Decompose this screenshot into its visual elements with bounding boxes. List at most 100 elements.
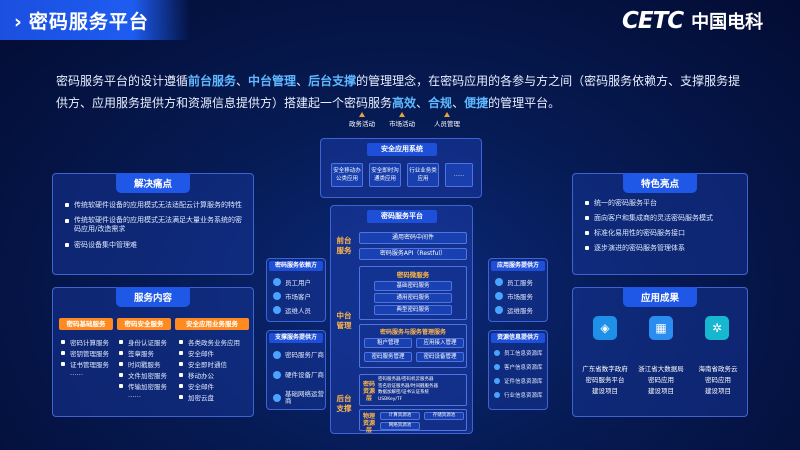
crypto-resource-item: 签名验证服务器/时间戳服务器 (378, 383, 439, 389)
resource-provider-item: 客户信息资源库 (494, 363, 543, 371)
bullet-icon (585, 246, 589, 250)
result-item: 浙江省大数据局 密码应用 建设项目 (633, 364, 689, 397)
app-provider-text: 市场服务 (507, 293, 533, 301)
micro-service-box: 密码微服务 基础密码服务 通用密码服务 典型密码服务 (359, 266, 467, 320)
top-arrow-label: 市场活动 (389, 120, 415, 128)
highlight-item: 统一的密码服务平台 (585, 198, 657, 208)
result-line: 密码服务平台 (585, 376, 625, 384)
bullet-icon (179, 350, 183, 355)
service-item-text: 安全邮件 (188, 382, 214, 391)
pain-point-item: 传统软硬件设备的应用模式无法适配云计算服务的特性 (65, 200, 242, 210)
bullet-icon (61, 339, 65, 344)
intro-highlight: 便捷 (464, 96, 489, 110)
support-provider-item: 硬件设备厂商 (273, 371, 325, 379)
user-icon (273, 278, 281, 286)
database-icon (494, 364, 500, 370)
service-item-text: 签章服务 (128, 349, 154, 358)
top-arrow-label: 人员管理 (434, 120, 460, 128)
user-icon (273, 292, 281, 300)
service-item: 加密云盘 (179, 391, 240, 402)
arrow-up-icon (359, 112, 365, 117)
pain-point-text: 传统软硬件设备的应用模式无法适配云计算服务的特性 (74, 201, 242, 209)
security-app-box: …… (445, 163, 473, 187)
service-item: 文件加密服务 (119, 369, 167, 380)
database-icon (494, 378, 500, 384)
service-column-header: 密码安全服务 (117, 318, 171, 330)
database-icon (494, 392, 500, 398)
highlight-text: 面向客户和集成商的灵活密码服务模式 (594, 214, 713, 222)
service-item-text: 各类政务业务应用 (188, 338, 240, 347)
result-line: 浙江省大数据局 (638, 365, 684, 373)
service-item-text: 密钥管理服务 (70, 349, 109, 358)
front-row: 密码服务API（Restful） (359, 248, 467, 260)
highlight-text: 逐步演进的密码服务管理体系 (594, 244, 685, 252)
service-item: 各类政务业务应用 (179, 336, 240, 347)
result-line: 建设项目 (592, 387, 618, 395)
micro-service-item: 典型密码服务 (374, 305, 452, 315)
user-icon (273, 306, 281, 314)
crypto-resource-box: 密码资源层 密码服务器/密码机云服务器 签名验证服务器/时间戳服务器 数据加解密… (359, 374, 467, 406)
back-support-label: 后台支撑 (336, 394, 352, 413)
security-app-box: 安全即时沟通类应用 (369, 163, 401, 187)
service-item: 时间戳服务 (119, 358, 167, 369)
intro-highlight: 后台支撑 (308, 74, 357, 88)
server-icon (273, 351, 281, 359)
support-providers-title: 支撑服务提供方 (269, 333, 323, 343)
physical-resource-label: 物理资源层 (362, 413, 375, 434)
service-item-text: 身份认证服务 (128, 338, 167, 347)
support-provider-text: 密码服务厂商 (285, 350, 324, 359)
bullet-icon (61, 350, 65, 355)
service-column: 各类政务业务应用 安全邮件 安全即时通信 移动办公 安全邮件 加密云盘 (179, 336, 240, 402)
service-management-item: 密码设备管理 (416, 352, 464, 362)
service-content-title: 服务内容 (115, 287, 191, 307)
dependent-text: 市场客户 (285, 293, 311, 301)
support-provider-text: 硬件设备厂商 (285, 370, 324, 379)
intro-sep: 、 (416, 96, 429, 110)
service-item: 密码计算服务 (61, 336, 109, 347)
result-line: 广东省数字政府 (582, 365, 628, 373)
crypto-resource-item: 密码服务器/密码机云服务器 (378, 377, 434, 382)
arrow-up-icon (399, 112, 405, 117)
physical-resource-item: 存储资源池 (424, 412, 464, 420)
bullet-icon (179, 339, 183, 344)
intro-text: 的管理理念，在密码应用的各参与方之间（密码服务依赖方、支撑服务提供方、应用服务提… (56, 74, 741, 110)
physical-resource-item: 网络资源池 (380, 422, 420, 430)
intro-highlight: 高效 (392, 96, 417, 110)
bullet-icon (585, 231, 589, 235)
dependent-item: 员工用户 (273, 277, 311, 287)
page-title-text: 密码服务平台 (28, 11, 149, 33)
highlight-item: 面向客户和集成商的灵活密码服务模式 (585, 213, 713, 223)
service-item-text: 证书管理服务 (70, 360, 109, 369)
app-provider-item: 运维服务 (495, 305, 533, 315)
highlight-item: 标准化易用性的密码服务接口 (585, 228, 685, 238)
dependent-item: 市场客户 (273, 291, 311, 301)
service-item-text: 传输加密服务 (128, 382, 167, 391)
service-item-text: 文件加密服务 (128, 371, 167, 380)
service-content-panel: 服务内容 密码基础服务 密码安全服务 安全应用业务服务 密码计算服务 密钥管理服… (52, 287, 254, 417)
highlights-title: 特色亮点 (622, 173, 698, 193)
service-item-text: 加密云盘 (188, 393, 214, 402)
intro-sep: 、 (296, 74, 309, 88)
result-line: 建设项目 (705, 387, 731, 395)
service-item-text: 安全邮件 (188, 349, 214, 358)
top-arrow-label: 政务活动 (349, 120, 375, 128)
crypto-resource-item: 数据加解密/证书认证系统 (378, 390, 430, 395)
service-item: 安全邮件 (179, 380, 240, 391)
service-item-text: 移动办公 (188, 371, 214, 380)
user-icon (495, 278, 503, 286)
bullet-icon (179, 361, 183, 366)
bullet-icon (119, 372, 123, 377)
server-icon (273, 371, 281, 379)
bullet-icon (119, 339, 123, 344)
result-line: 海南省政务云 (698, 365, 738, 373)
dependents-title: 密码服务依赖方 (269, 261, 323, 271)
highlight-text: 标准化易用性的密码服务接口 (594, 229, 685, 237)
service-item: 传输加密服务 (119, 380, 167, 391)
user-icon (495, 292, 503, 300)
crypto-platform-title: 密码服务平台 (367, 210, 437, 223)
service-item-text: 密码计算服务 (70, 338, 109, 347)
resource-provider-item: 员工信息资源库 (494, 349, 543, 357)
service-column-header: 密码基础服务 (59, 318, 113, 330)
guangdong-app-icon: ◈ (593, 316, 617, 340)
top-arrow-item: 人员管理 (417, 112, 477, 128)
